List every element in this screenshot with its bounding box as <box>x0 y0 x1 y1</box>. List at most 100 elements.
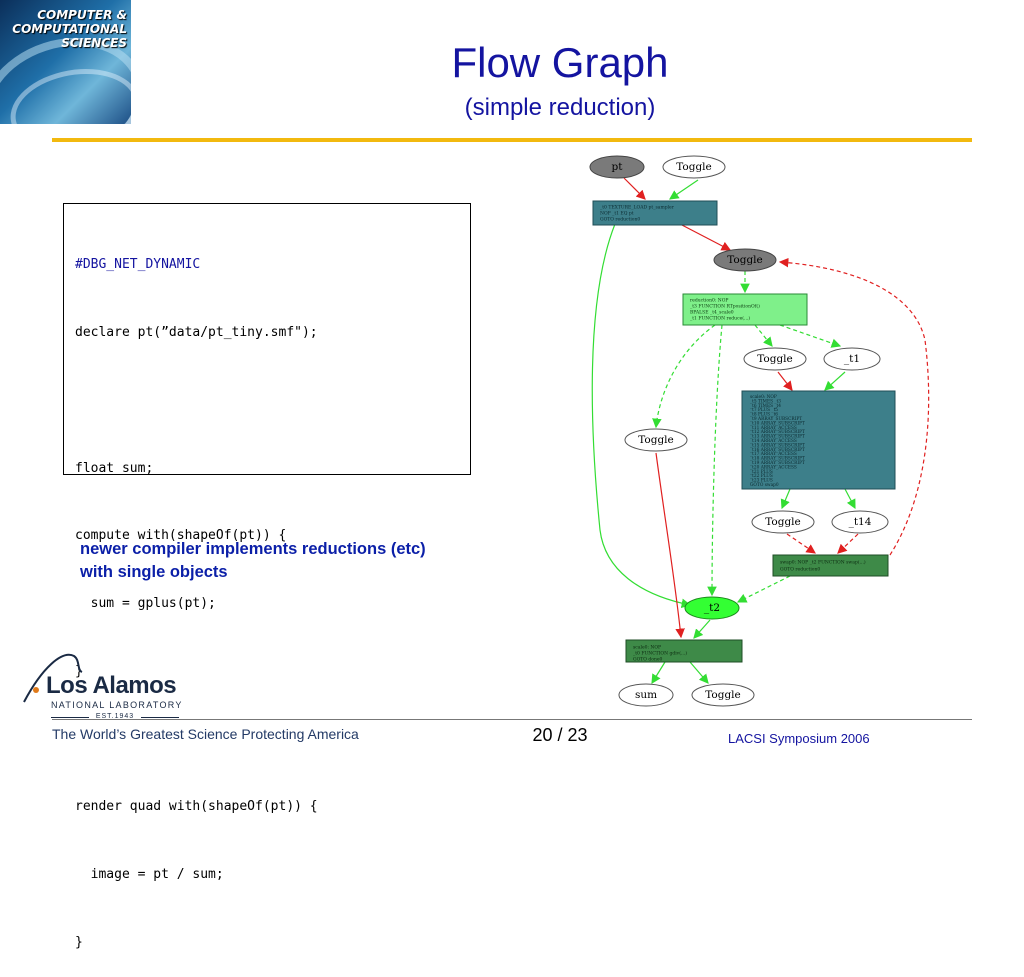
scale-box-line: _t15 ARRAY_SUBSCRIPT <box>750 443 805 448</box>
node-scale-box <box>741 390 896 490</box>
code-line: image = pt / sum; <box>75 867 224 883</box>
edge <box>837 533 859 554</box>
scale-box-line: GOTO swap0 <box>750 483 779 488</box>
node-sum <box>618 683 674 707</box>
svg-text:_t1 FUNCTION reduce(...): _t1 FUNCTION reduce(...) <box>690 315 750 322</box>
edge <box>655 452 685 639</box>
node-toggle-label: Toggle <box>765 516 801 528</box>
edge <box>754 324 773 347</box>
edge <box>824 371 846 391</box>
svg-text:_t3 FUNCTION RTpositionOf(): _t3 FUNCTION RTpositionOf() <box>690 303 760 310</box>
compiler-note: newer compiler implements reductions (et… <box>80 538 426 584</box>
edge <box>778 257 930 556</box>
scale-box-line: _t14 ARRAY_ACCESS <box>750 439 797 444</box>
scale-box-line: _t17 ARRAY_ACCESS <box>750 452 797 457</box>
node-t2-label: _t2 <box>704 602 720 614</box>
edge <box>707 324 723 597</box>
svg-text:BPALSE _t4_scale0: BPALSE _t4_scale0 <box>690 310 734 316</box>
node-toggle-label: Toggle <box>676 161 712 173</box>
node-toggle <box>713 248 777 272</box>
node-t14 <box>831 510 889 534</box>
footer-tagline: The World’s Greatest Science Protecting … <box>52 726 359 742</box>
scale-box-line: _t6 TIMES _t4 <box>750 404 781 409</box>
scale-box-line: _t9 ARRAY_SUBSCRIPT <box>750 417 802 422</box>
scale-box-line: _t20 ARRAY_ACCESS <box>750 465 797 470</box>
edge <box>689 661 709 684</box>
scale-box-line: _t16 ARRAY_SUBSCRIPT <box>750 448 805 453</box>
node-t1 <box>823 347 881 371</box>
edge <box>652 324 716 429</box>
node-toggle <box>624 428 688 452</box>
logo-line-1: COMPUTER & <box>37 8 127 22</box>
edge <box>693 619 711 639</box>
lanl-logo-swoosh <box>23 653 83 703</box>
svg-text:GOTO done0: GOTO done0 <box>633 657 663 663</box>
svg-text:GOTO reduction0: GOTO reduction0 <box>600 217 640 223</box>
page-number: 20 / 23 <box>532 725 588 745</box>
node-toggle <box>751 510 815 534</box>
edge <box>780 488 791 510</box>
scale-box-line: _t10 ARRAY_SUBSCRIPT <box>750 421 805 426</box>
ccs-logo: COMPUTER & COMPUTATIONAL SCIENCES <box>0 0 131 124</box>
node-toggle-label: Toggle <box>638 434 674 446</box>
node-t1-label: _t1 <box>844 353 860 365</box>
note-line-1: newer compiler implements reductions (et… <box>80 540 426 558</box>
svg-text:_t0 FUNCTION gdiv(...): _t0 FUNCTION gdiv(...) <box>633 650 687 657</box>
scale-box-line: _t18 ARRAY_SUBSCRIPT <box>750 457 805 462</box>
node-pt-label: pt <box>612 161 624 173</box>
scale-box-line: _t5 TIMES _t3 <box>750 399 781 404</box>
scale-box-line: _t19 ARRAY_SUBSCRIPT <box>750 461 805 466</box>
edge <box>779 324 842 348</box>
slide-subtitle: (simple reduction) <box>464 94 656 121</box>
svg-text:scale0: NOP: scale0: NOP <box>633 645 661 651</box>
node-texture-load-box <box>592 200 718 226</box>
code-line: compute with(shapeOf(pt)) { <box>75 528 287 544</box>
code-listing: #DBG_NET_DYNAMIC declare pt(”data/pt_tin… <box>63 203 471 950</box>
note-line-2: with single objects <box>80 563 228 581</box>
logo-line-2: COMPUTATIONAL <box>12 22 127 36</box>
node-t2 <box>684 596 740 620</box>
code-line: float sum; <box>75 460 154 476</box>
edge <box>777 371 793 391</box>
node-toggle-label: Toggle <box>727 254 763 266</box>
code-line: declare pt(”data/pt_tiny.smf"); <box>75 324 318 340</box>
scale-box-line: _t11 ARRAY_ACCESS <box>750 426 797 431</box>
code-line: } <box>75 935 83 950</box>
edge <box>844 488 856 510</box>
edge <box>669 179 699 200</box>
logo-line-3: SCIENCES <box>61 36 127 50</box>
scale-box-line: _t23 PLUS <box>750 479 773 484</box>
lanl-subtitle: NATIONAL LABORATORY <box>51 700 183 710</box>
svg-text:NOP _t1 EQ pt: NOP _t1 EQ pt <box>600 211 634 217</box>
scale-box-line: _t12 ARRAY_SUBSCRIPT <box>750 430 805 435</box>
footer-event: LACSI Symposium 2006 <box>728 731 870 746</box>
footer-divider <box>52 719 972 720</box>
edge <box>651 661 666 685</box>
edge <box>786 533 816 554</box>
scale-box-line: scale0: NOP <box>750 395 777 400</box>
code-line: render quad with(shapeOf(pt)) { <box>75 799 318 815</box>
svg-text:_t0 TEXTURE_LOAD pt_sampler: _t0 TEXTURE_LOAD pt_sampler <box>600 205 675 211</box>
node-sum-label: sum <box>635 689 657 701</box>
scale-box-line: _t8 PLUS _t6 <box>750 413 778 418</box>
code-line: } <box>75 663 83 679</box>
code-line: sum = gplus(pt); <box>75 596 216 612</box>
scale-box-line: _t13 ARRAY_SUBSCRIPT <box>750 435 805 440</box>
edge <box>623 177 646 200</box>
node-scale-final-box <box>625 639 743 663</box>
scale-box-line: _t22 PLUS <box>750 474 773 479</box>
scale-box-line: _t7 PLUS _t5 <box>750 408 778 413</box>
node-toggle <box>743 347 807 371</box>
edge <box>679 223 732 251</box>
svg-text:reduction0: NOP: reduction0: NOP <box>690 298 728 304</box>
node-reduction-box <box>682 293 808 326</box>
code-line: #DBG_NET_DYNAMIC <box>75 257 201 273</box>
node-toggle <box>662 155 726 179</box>
slide-title: Flow Graph <box>451 39 669 86</box>
node-swap-box <box>772 554 889 577</box>
node-pt <box>589 155 645 179</box>
header-divider <box>52 138 972 142</box>
code-line <box>75 390 459 413</box>
svg-text:swap0: NOP _t2 FUNCTION swap(.: swap0: NOP _t2 FUNCTION swap(...) <box>780 559 866 566</box>
svg-text:GOTO reduction0: GOTO reduction0 <box>780 567 820 573</box>
